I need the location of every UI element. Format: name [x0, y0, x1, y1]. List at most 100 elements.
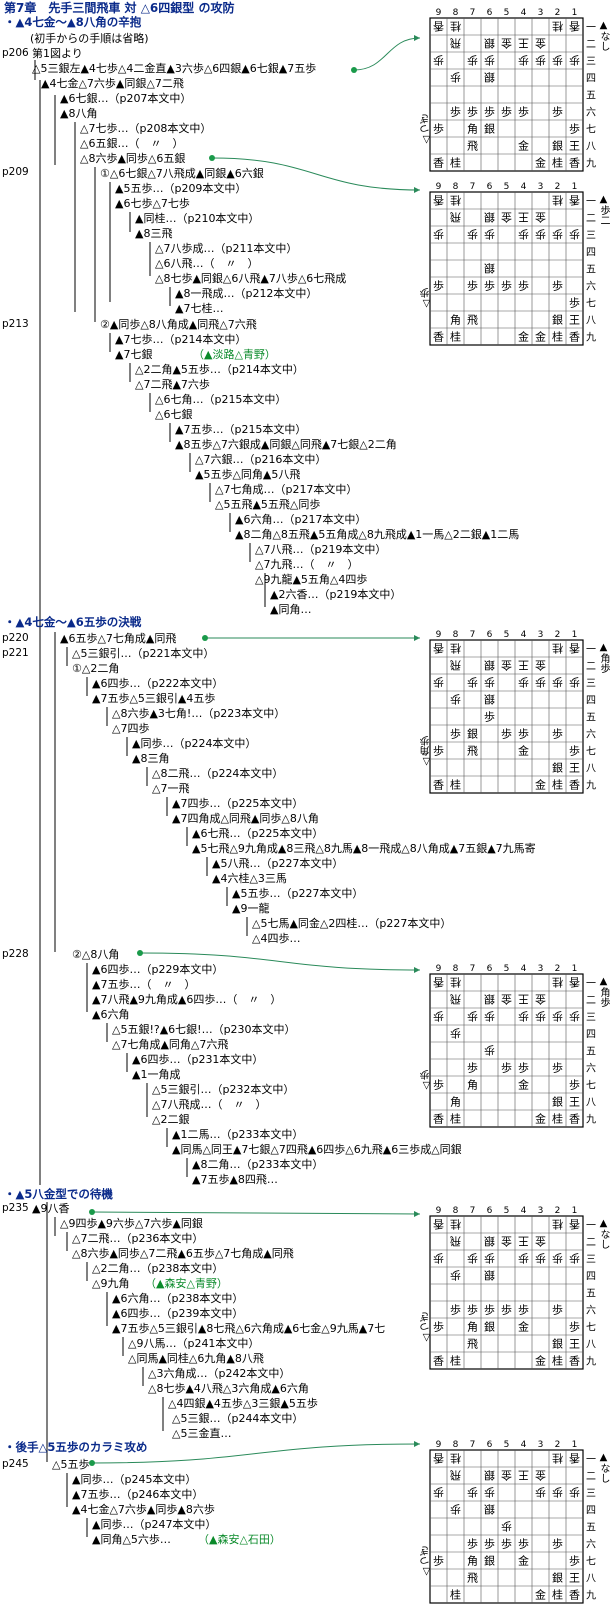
gote-piece: 桂 [552, 1218, 563, 1232]
gote-piece: 金 [501, 659, 512, 673]
tree-move-line: ▲7五歩…（p215本文中） [175, 423, 307, 436]
tree-move-line: ②△8八角 [72, 948, 120, 961]
board-rank-label: 一 [586, 645, 596, 656]
tree-move-line: ▲6四歩…（p229本文中） [92, 963, 224, 976]
board-rank-label: 二 [586, 1238, 596, 1249]
tree-move-line: △5三金直… [172, 1427, 232, 1440]
board-rank-label: 三 [586, 57, 596, 68]
gote-piece: 歩 [450, 1269, 461, 1283]
sente-piece: 歩 [501, 1537, 512, 1551]
sente-piece: 銀 [552, 139, 563, 153]
board-rank-label: 九 [586, 1356, 596, 1368]
sente-piece: 金 [535, 778, 546, 792]
sente-piece: 歩 [433, 279, 444, 293]
sente-piece: 歩 [467, 105, 478, 119]
page-ref: p228 [2, 948, 29, 960]
tree-move-line: △2二角…（p238本文中） [92, 1262, 224, 1275]
gote-piece: 銀 [484, 1503, 495, 1517]
board-rank-label: 六 [586, 729, 596, 741]
tree-move-line: △2二銀 [152, 1113, 190, 1126]
tree-move-line: ▲8一飛成…（p212本文中） [175, 287, 318, 300]
gote-piece: 歩 [433, 1486, 444, 1500]
gote-piece: 王 [518, 659, 529, 672]
board-file-label: 5 [504, 182, 510, 192]
gote-piece: 歩 [467, 1252, 478, 1266]
tree-move-line: ▲8五歩△7六銀成▲同銀△同飛▲7七銀△2二角 [175, 438, 397, 451]
page-ref: p206 [2, 47, 29, 59]
sente-piece: 王 [569, 1338, 580, 1351]
board-file-label: 9 [436, 964, 442, 974]
board-file-label: 6 [487, 8, 493, 18]
tree-move-line: ▲7七銀 [115, 348, 153, 361]
gote-piece: 飛 [450, 211, 461, 224]
gote-piece: 飛 [450, 993, 461, 1006]
board-file-label: 2 [555, 964, 561, 974]
tree-move-line: ▲6七飛…（p225本文中） [192, 827, 324, 840]
gote-piece: 金 [535, 1469, 546, 1483]
gote-piece: 銀 [484, 1235, 495, 1249]
tree-move-line: △7九飛…（ 〃 ） [255, 558, 359, 571]
gote-piece: 香 [433, 194, 444, 207]
board-file-label: 7 [470, 1206, 476, 1216]
tree-move-line: ▲6四歩…（p239本文中） [112, 1307, 244, 1320]
tree-move-line: ▲9一龍 [232, 902, 270, 915]
gote-piece: 歩 [467, 1010, 478, 1024]
tree-move-line: ▲6四歩…（p231本文中） [132, 1053, 264, 1066]
sente-piece: 歩 [433, 1554, 444, 1568]
sente-piece: 歩 [484, 105, 495, 119]
tree-move-line: ▲同馬△同王▲7七銀△7四飛▲6四歩△6九飛▲6三歩成△同銀 [172, 1143, 462, 1156]
sente-piece: 金 [535, 1588, 546, 1602]
gote-piece: 王 [518, 211, 529, 224]
board-file-label: 6 [487, 182, 493, 192]
board-file-label: 4 [521, 8, 527, 18]
tree-move-line: △9九龍▲5五角△4四歩 [255, 573, 368, 586]
sente-piece: 歩 [467, 1061, 478, 1075]
gote-piece: 歩 [467, 1486, 478, 1500]
board-rank-label: 四 [586, 1506, 596, 1517]
board-rank-label: 九 [586, 158, 596, 170]
gote-piece: 歩 [535, 1252, 546, 1266]
board-rank-label: 四 [586, 1272, 596, 1283]
tree-move-line: ▲6五歩△7七角成▲同飛 [60, 632, 177, 645]
sente-piece: 歩 [484, 1537, 495, 1551]
board-link-dot [209, 155, 215, 161]
board-rank-label: 八 [586, 316, 596, 327]
sente-piece: 香 [433, 779, 444, 792]
sente-piece: 香 [569, 1589, 580, 1602]
sente-piece: 金 [518, 1554, 529, 1568]
tree-move-line: ▲6六角…（p217本文中） [235, 513, 367, 526]
sente-piece: 王 [569, 314, 580, 327]
gote-piece: 香 [569, 20, 580, 33]
gote-piece: 歩 [552, 1486, 563, 1500]
gote-piece: 王 [518, 1235, 529, 1248]
page-ref: p221 [2, 647, 29, 659]
gote-piece: 歩 [484, 1252, 495, 1266]
tree-move-line: △6五銀…（ 〃 ） [80, 137, 184, 150]
board-rank-label: 二 [586, 996, 596, 1007]
page-ref: p235 [2, 1202, 29, 1214]
gote-piece: 歩 [535, 1486, 546, 1500]
gote-piece: 歩 [433, 54, 444, 68]
sente-piece: 桂 [450, 1354, 461, 1368]
gote-piece: 歩 [552, 1252, 563, 1266]
board-rank-label: 三 [586, 1013, 596, 1024]
board-file-label: 4 [521, 964, 527, 974]
board-rank-label: 七 [586, 1080, 596, 1092]
gote-piece: 飛 [450, 1235, 461, 1248]
sente-piece: 香 [569, 779, 580, 792]
board-file-label: 8 [453, 630, 459, 640]
sente-piece: 飛 [467, 745, 478, 758]
tree-move-line: △7八飛…（p219本文中） [255, 543, 387, 556]
gote-piece: 香 [433, 976, 444, 989]
board-file-label: 6 [487, 630, 493, 640]
board-rank-label: 七 [586, 746, 596, 758]
board-file-label: 4 [521, 1206, 527, 1216]
gote-piece: 香 [433, 1218, 444, 1231]
board-frame [429, 191, 584, 346]
board-rank-label: 五 [586, 1047, 596, 1058]
sente-piece: 歩 [518, 105, 529, 119]
board-file-label: 9 [436, 8, 442, 18]
